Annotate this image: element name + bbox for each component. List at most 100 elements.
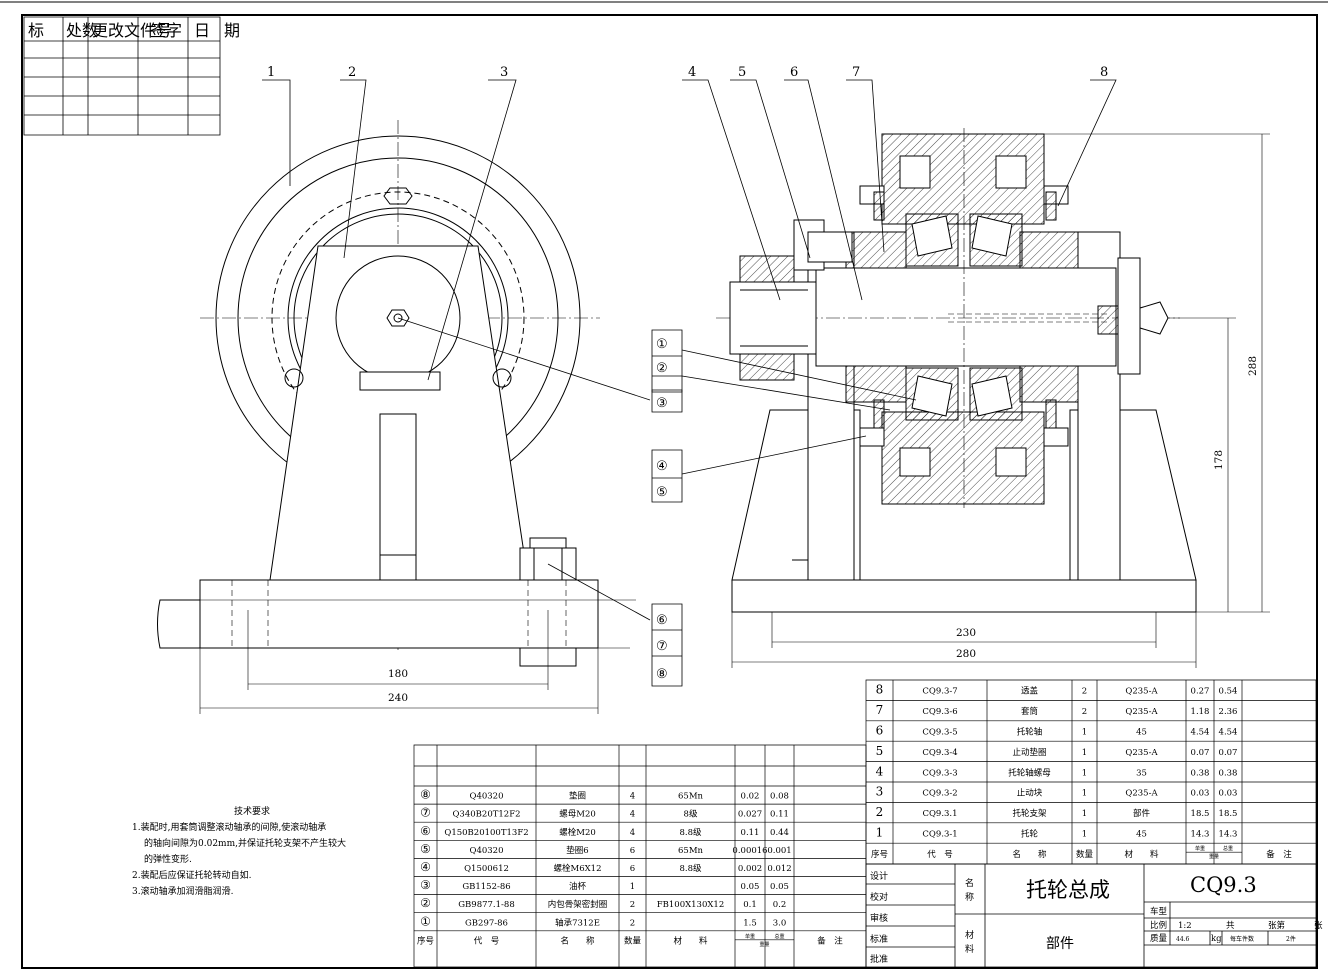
- parts-cell: 托轮轴: [1017, 727, 1043, 738]
- std-parts-cell: 油杯: [569, 881, 587, 892]
- role-design: 设计: [870, 870, 888, 882]
- std-parts-cell: 1: [630, 882, 635, 892]
- parts-cell: 2.36: [1219, 707, 1238, 717]
- std-parts-cell: 0.05: [770, 882, 789, 892]
- std-parts-cell: 8级: [684, 809, 698, 820]
- vehicle-label: 车型: [1150, 906, 1168, 917]
- std-parts-cell: 0.001: [767, 846, 791, 856]
- scale-value: 1:2: [1178, 921, 1192, 931]
- std-parts-cell: 1.5: [743, 918, 757, 928]
- parts-cell: 18.5: [1219, 809, 1238, 819]
- parts-cell: 透盖: [1021, 686, 1039, 697]
- balloon-1: 1: [267, 65, 275, 80]
- mass-unit: kg: [1211, 934, 1222, 944]
- std-parts-cell: Q40320: [469, 792, 503, 802]
- parts-cell: 45: [1136, 728, 1147, 738]
- std-parts-cell: 8.8级: [679, 827, 702, 838]
- std-parts-cell: 0.027: [738, 810, 762, 820]
- dim-front-inner: 180: [388, 668, 408, 680]
- std-parts-cell: 6: [630, 846, 635, 856]
- parts-cell: 7: [876, 703, 884, 717]
- std-parts-cell: 内包骨架密封圈: [548, 899, 608, 910]
- std-parts-cell: 螺栓M6X12: [554, 863, 602, 874]
- parts-cell: 托轮: [1021, 829, 1039, 840]
- balloons-top: 1 2 3 4 5 6 7 8: [267, 65, 1108, 80]
- parts-cell: 套筒: [1021, 706, 1038, 717]
- parts-cell: 托轮轴螺母: [1008, 767, 1051, 778]
- std-parts-cell: 0.2: [773, 900, 787, 910]
- parts-header: 备 注: [1266, 849, 1292, 860]
- std-parts-header: 重量: [759, 941, 769, 948]
- parts-header: 代 号: [927, 849, 953, 860]
- rev-header-doc: 更改文件号: [92, 21, 172, 40]
- std-parts-cell: 螺母M20: [559, 809, 596, 820]
- balloon-5: 5: [738, 65, 746, 80]
- parts-cell: 止动垫圈: [1012, 747, 1046, 758]
- parts-cell: Q235-A: [1125, 789, 1158, 799]
- std-parts-header: 代 号: [474, 935, 500, 946]
- std-balloon-2: ②: [656, 361, 668, 376]
- std-parts-cell: 0.44: [770, 828, 789, 838]
- doc-count-value: 2件: [1286, 935, 1296, 943]
- std-parts-cell: GB297-86: [465, 918, 508, 928]
- balloon-8: 8: [1100, 65, 1108, 80]
- material-label: 材料: [965, 929, 974, 955]
- balloon-6: 6: [790, 65, 798, 80]
- parts-cell: 5: [876, 744, 884, 758]
- parts-cell: 1: [1082, 748, 1087, 758]
- tech-notes-title: 技术要求: [234, 805, 270, 817]
- std-parts-cell: 3.0: [773, 918, 787, 928]
- parts-cell: 0.27: [1191, 687, 1210, 697]
- scale-label: 比例: [1150, 920, 1167, 931]
- rev-header-date: 期: [224, 21, 240, 40]
- parts-cell: 0.38: [1219, 768, 1238, 778]
- tech-note-line: 1.装配时,用套筒调整滚动轴承的间隙,使滚动轴承: [132, 821, 326, 833]
- parts-cell: 45: [1136, 830, 1147, 840]
- revision-block: 标 处数 更改文件号 签字 日 期: [24, 17, 240, 135]
- std-parts-cell: FB100X130X12: [657, 900, 725, 910]
- std-parts-cell: 0.1: [743, 900, 757, 910]
- std-parts-cell: 0.012: [767, 864, 791, 874]
- parts-cell: 0.03: [1219, 789, 1238, 799]
- tech-note-line: 2.装配后应保证托轮转动自如.: [132, 869, 252, 881]
- std-parts-cell: Q40320: [469, 846, 503, 856]
- dim-height-total: 288: [1247, 356, 1259, 376]
- balloons-std: ① ② ③ ④ ⑤ ⑥ ⑦ ⑧: [652, 330, 682, 686]
- tech-notes: 技术要求 1.装配时,用套筒调整滚动轴承的间隙,使滚动轴承 的轴向间隙为0.02…: [132, 805, 346, 897]
- parts-cell: 1: [1082, 830, 1087, 840]
- parts-cell: 部件: [1133, 808, 1151, 819]
- parts-cell: 4: [876, 764, 884, 778]
- role-standard: 标准: [870, 933, 888, 945]
- parts-cell: 1: [1082, 809, 1087, 819]
- std-parts-cell: 0.02: [741, 792, 760, 802]
- std-parts-cell: 65Mn: [678, 792, 704, 802]
- rev-header-count: 处数: [66, 21, 98, 40]
- std-parts-header: 总重: [774, 933, 784, 940]
- sheet-suffix: 张: [1314, 921, 1323, 931]
- tech-note-line: 的弹性变形.: [144, 853, 192, 865]
- std-balloon-3: ③: [656, 396, 668, 411]
- std-parts-cell: Q1500612: [464, 864, 509, 874]
- parts-cell: 6: [876, 724, 884, 738]
- dim-side-outer: 280: [956, 648, 976, 660]
- std-parts-header: 数量: [624, 935, 642, 946]
- parts-header: 单重: [1195, 845, 1205, 852]
- std-balloon-4: ④: [656, 459, 668, 474]
- std-parts-cell: ⑧: [420, 788, 431, 802]
- std-parts-cell: 垫圈: [569, 791, 586, 802]
- parts-cell: 0.54: [1219, 687, 1238, 697]
- parts-cell: Q235-A: [1125, 748, 1158, 758]
- std-parts-cell: 4: [630, 828, 635, 838]
- drawing-title: 托轮总成: [1026, 878, 1110, 902]
- parts-header: 总重: [1223, 845, 1233, 852]
- name-label: 名称: [965, 877, 974, 903]
- parts-cell: 2: [1082, 707, 1087, 717]
- parts-cell: 35: [1136, 768, 1147, 778]
- parts-header: 重量: [1209, 853, 1219, 860]
- tech-note-line: 3.滚动轴承加润滑脂润滑.: [132, 885, 234, 897]
- rev-header-sign: 签字: [150, 21, 182, 40]
- std-parts-cell: 0.002: [738, 864, 762, 874]
- section-view: [654, 80, 1270, 668]
- parts-cell: 1: [1082, 728, 1087, 738]
